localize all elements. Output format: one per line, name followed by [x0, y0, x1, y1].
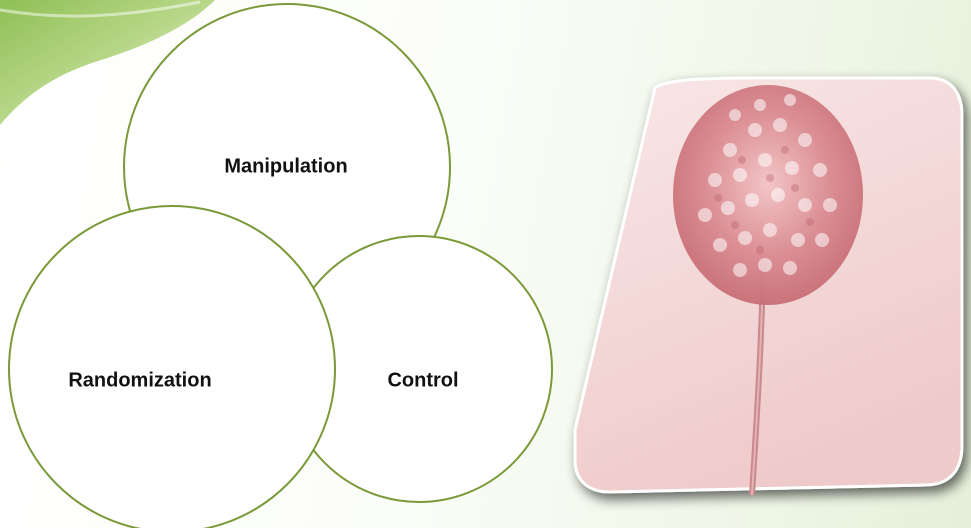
venn-circle-left [9, 206, 335, 528]
venn-diagram [0, 0, 600, 528]
venn-label-randomization: Randomization [68, 370, 211, 393]
venn-label-manipulation: Manipulation [224, 156, 347, 179]
venn-label-control: Control [387, 370, 458, 393]
